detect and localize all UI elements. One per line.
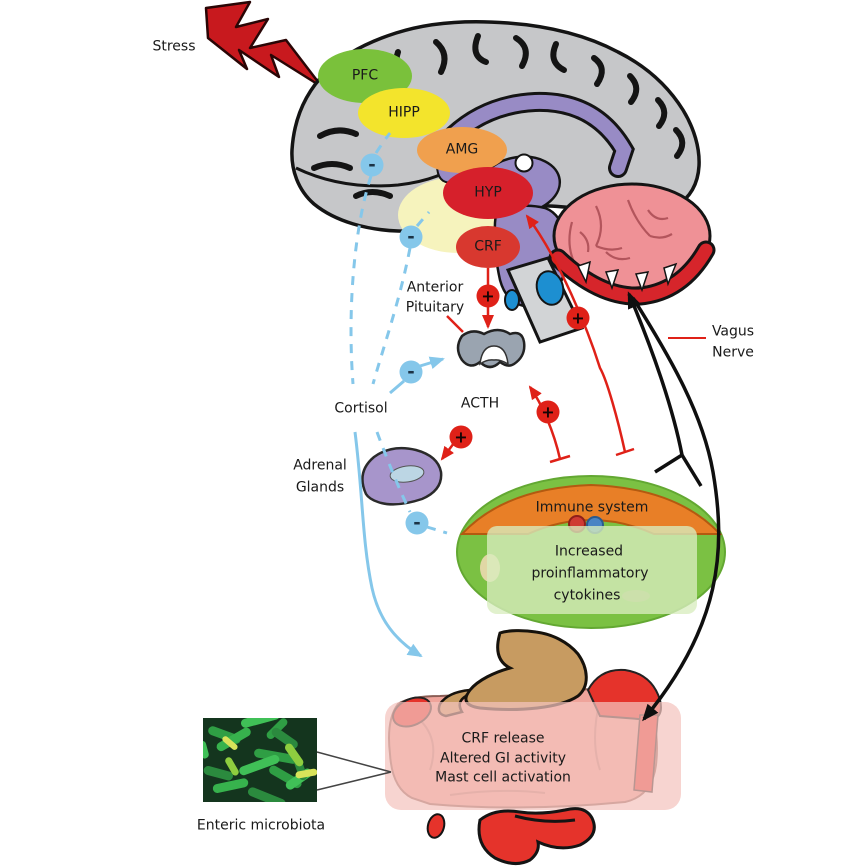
gut-illustration — [385, 629, 681, 865]
vagus-nerve-label-line2: Nerve — [712, 344, 754, 361]
cortisol-to-hipp-dashed — [349, 175, 373, 385]
acth-label: ACTH — [460, 395, 500, 412]
minus-sign-cortisol-hyp: - — [399, 225, 423, 249]
minus-sign-cortisol-hipp: - — [360, 153, 384, 177]
enteric-microbiota-image — [203, 718, 392, 802]
adrenal-glands-label-line1: Adrenal — [293, 457, 347, 474]
crf-label: CRF — [474, 238, 502, 255]
cytokines-label-line2: proinflammatory — [531, 565, 649, 582]
cortisol-label: Cortisol — [334, 400, 388, 417]
immune-to-hyp-arrow — [525, 214, 627, 453]
amg-region — [417, 127, 507, 173]
gut-effects-overlay — [385, 702, 681, 810]
sigmoid-colon — [477, 807, 596, 865]
plus-sign-immune-pituitary: + — [536, 400, 560, 424]
cytokines-label-line1: Increased — [554, 543, 624, 560]
vagus-afferent-arrow — [627, 291, 684, 456]
brainstem-nucleus-blue-small — [504, 289, 520, 311]
vagus-nerve-label-line1: Vagus — [711, 323, 755, 340]
cytokines-label-line3: cytokines — [553, 587, 621, 604]
hipp-region — [358, 88, 450, 138]
anterior-pituitary-label-line2: Pituitary — [405, 299, 465, 316]
hyp-region — [443, 167, 533, 219]
plus-sign-acth-adrenal: + — [449, 425, 473, 449]
adrenal-glands-label-line2: Glands — [295, 479, 345, 496]
plus-sign-immune-hyp: + — [566, 306, 590, 330]
minus-sign-cortisol-pituitary: - — [399, 360, 423, 384]
cortisol-to-pituitary-arrow — [419, 356, 445, 370]
vagus-nerve-lines — [627, 291, 721, 722]
anterior-pituitary-label-line1: Anterior — [406, 279, 464, 296]
immune-system-illustration — [456, 475, 726, 629]
pituitary-illustration — [456, 328, 526, 369]
stomach — [464, 629, 588, 711]
gut-effect-label-line2: Altered GI activity — [440, 750, 566, 767]
microbiota-callout-lines — [316, 751, 392, 791]
anterior-pituitary-pointer-line — [446, 315, 464, 333]
brainstem-nucleus-blue — [535, 270, 565, 306]
cortisol-to-gut-arrow — [353, 431, 423, 658]
gut-effect-label-line3: Mast cell activation — [435, 769, 571, 786]
adrenal-gland-illustration — [361, 446, 443, 506]
cortisol-feedback-arrows — [349, 132, 448, 658]
stress-lightning-icon — [204, 0, 324, 89]
corpus-callosum — [428, 91, 635, 178]
pfc-label: PFC — [351, 67, 379, 84]
stress-label: Stress — [152, 38, 196, 55]
cortisol-to-pituitary-segment — [389, 379, 405, 395]
amg-label: AMG — [445, 141, 479, 158]
cortisol-to-hyp-dashed — [371, 247, 412, 385]
vagus-efferent-arrow — [631, 297, 721, 722]
anterior-commissure — [514, 153, 534, 173]
hyp-label: HYP — [474, 184, 502, 201]
crf-region — [456, 226, 520, 268]
enteric-microbiota-label: Enteric microbiota — [196, 817, 326, 834]
gut-effect-label-line1: CRF release — [461, 730, 545, 747]
plus-sign-crf-pituitary: + — [476, 284, 500, 308]
minus-sign-cortisol-immune: - — [405, 511, 429, 535]
cytokines-panel — [487, 526, 697, 614]
immune-system-label: Immune system — [535, 499, 649, 516]
cerebellum — [548, 182, 716, 306]
hipp-label: HIPP — [388, 104, 420, 121]
